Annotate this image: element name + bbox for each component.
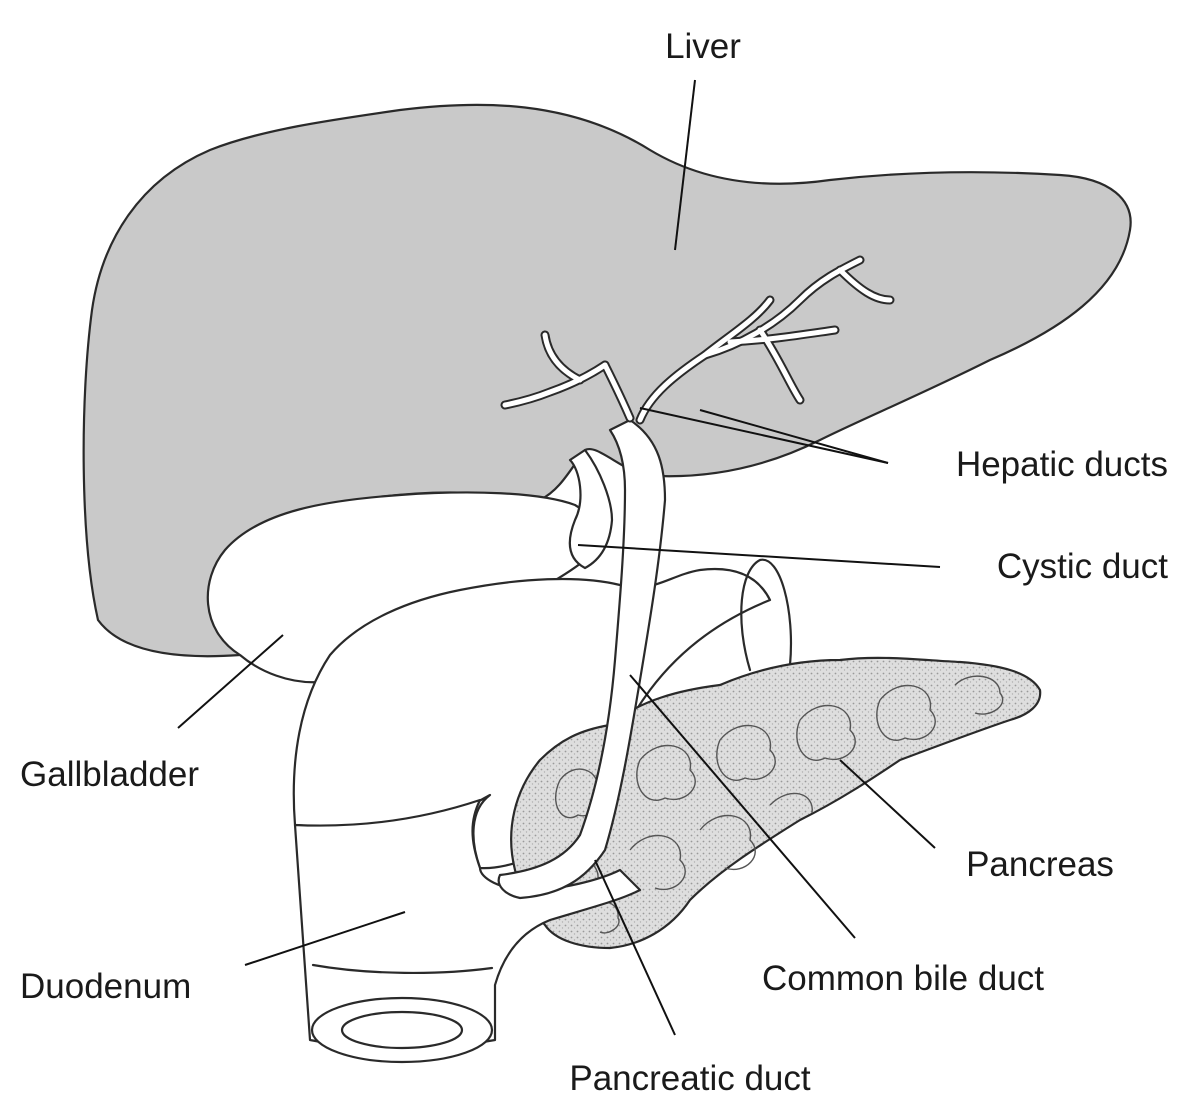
common-bile-duct-shape [497, 418, 667, 900]
duodenum-band [311, 963, 494, 975]
cystic-duct-shape [568, 448, 614, 570]
leader-liver [674, 79, 696, 251]
label-gallbladder: Gallbladder [20, 755, 199, 794]
hepatic-ducts-lumen [502, 257, 893, 423]
label-liver: Liver [665, 27, 741, 66]
vessel-loop-shape [740, 558, 793, 672]
label-pancreas: Pancreas [966, 845, 1114, 884]
stomach-shape [292, 567, 772, 870]
leader-pancreatic-duct [594, 859, 676, 1036]
leader-hepatic-ducts-1 [639, 407, 889, 464]
label-pancreatic-duct: Pancreatic duct [569, 1059, 811, 1098]
label-common-bile-duct: Common bile duct [762, 959, 1044, 998]
duodenum-opening-inner [340, 1010, 464, 1050]
leader-hepatic-ducts-2 [699, 409, 889, 464]
label-cystic-duct: Cystic duct [997, 547, 1168, 586]
leader-duodenum [244, 911, 406, 966]
leader-cystic-duct [577, 544, 941, 568]
leader-common-bile-duct [629, 674, 856, 939]
leader-gallbladder [177, 634, 284, 729]
label-duodenum: Duodenum [20, 967, 191, 1006]
label-hepatic-ducts: Hepatic ducts [956, 445, 1168, 484]
leader-pancreas [839, 759, 936, 849]
